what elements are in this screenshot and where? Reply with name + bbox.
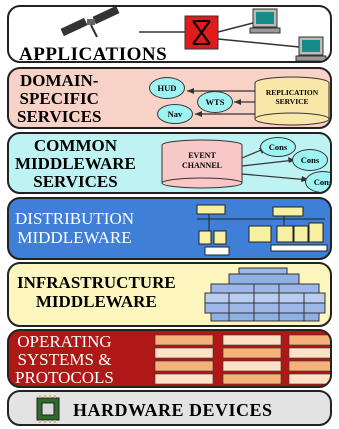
common-middleware-services-layer: COMMON MIDDLEWARE SERVICES EVENT CHANNEL…: [7, 132, 332, 194]
event-channel-diagram: [161, 139, 310, 189]
hardware-devices-layer: HARDWARE DEVICES: [7, 390, 332, 426]
distribution-middleware-layer: DISTRIBUTION MIDDLEWARE: [7, 197, 332, 260]
wts-bubble: WTS: [197, 91, 233, 113]
common-middleware-services-label: COMMON MIDDLEWARE SERVICES: [15, 136, 136, 191]
distribution-diagram: [196, 204, 328, 256]
infrastructure-diagram: [204, 267, 326, 322]
applications-illustration: [60, 7, 327, 61]
applications-label: APPLICATIONS: [19, 44, 168, 63]
computer-icon: [249, 8, 281, 34]
applications-layer: APPLICATIONS: [7, 5, 332, 63]
network-switch-icon: [139, 15, 300, 50]
consumer-bubble: Cons: [260, 137, 296, 157]
consumer-bubble: Cons: [292, 149, 328, 171]
chip-icon: [36, 395, 60, 423]
distribution-middleware-label: DISTRIBUTION MIDDLEWARE: [15, 209, 134, 247]
event-channel-label: EVENT CHANNEL: [181, 151, 222, 170]
computer-icon: [295, 36, 327, 61]
hardware-devices-label: HARDWARE DEVICES: [73, 400, 273, 420]
satellite-icon: [60, 7, 120, 38]
infrastructure-middleware-label: INFRASTRUCTURE MIDDLEWARE: [17, 273, 176, 311]
replication-service-label: REPLICATION SERVICE: [265, 88, 319, 106]
domain-specific-services-layer: DOMAIN- SPECIFIC SERVICES HUD WTS Nav RE…: [7, 67, 332, 129]
infrastructure-middleware-layer: INFRASTRUCTURE MIDDLEWARE: [7, 262, 332, 327]
hud-bubble: HUD: [149, 77, 185, 99]
operating-systems-protocols-label: OPERATING SYSTEMS & PROTOCOLS: [15, 332, 114, 387]
domain-specific-services-label: DOMAIN- SPECIFIC SERVICES: [17, 71, 102, 126]
operating-systems-protocols-layer: OPERATING SYSTEMS & PROTOCOLS: [7, 329, 332, 388]
consumer-bubble: Cons: [305, 171, 330, 192]
nav-bubble: Nav: [157, 104, 193, 124]
domain-arrows: [187, 76, 330, 126]
os-protocol-blocks: [154, 334, 330, 385]
